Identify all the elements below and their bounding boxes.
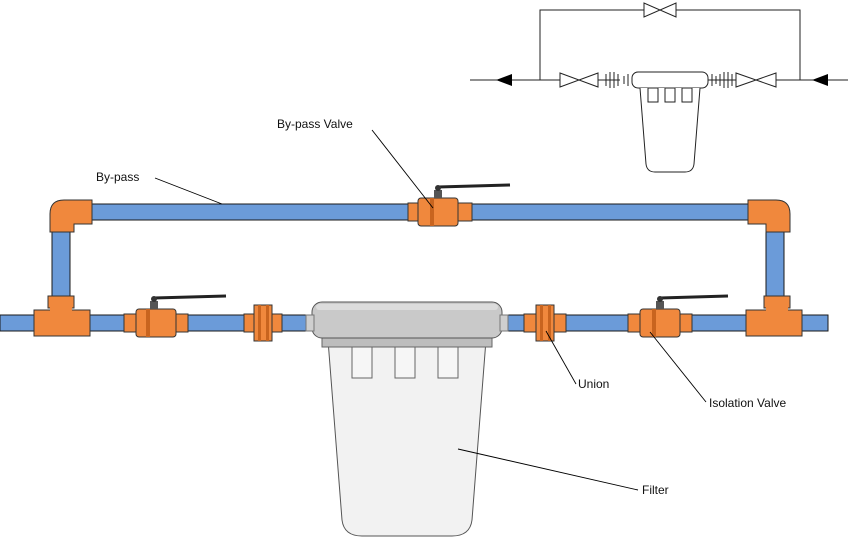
bypass-pipe [85, 203, 413, 221]
schematic-bypass-line [539, 9, 801, 80]
bypass-riser-left [51, 229, 71, 303]
label-isolation-valve: Isolation Valve [709, 396, 786, 410]
valve-stem [434, 190, 442, 198]
schematic-union-left [605, 72, 629, 88]
isolation-valve-left [123, 294, 227, 338]
elbow-right [747, 199, 791, 233]
label-union: Union [578, 377, 609, 391]
valve-stem [150, 301, 158, 309]
main-pipe-segment [565, 314, 629, 332]
tee-left [33, 295, 91, 337]
leader-union [545, 330, 577, 385]
schematic-flow-arrow-out [496, 74, 512, 86]
callouts: By-pass By-pass Valve Union Isolation Va… [96, 117, 786, 497]
valve-handle [659, 294, 729, 300]
schematic-union-right [711, 72, 733, 88]
union-right [523, 304, 567, 342]
isolation-valve-right [627, 294, 729, 338]
schematic-flow-arrow-in [812, 74, 828, 86]
filter-tab [351, 343, 373, 379]
fittings [33, 183, 803, 342]
union-left [243, 304, 283, 342]
filter-tab [394, 343, 416, 379]
bypass-ball-valve [407, 183, 511, 227]
valve-handle [153, 294, 227, 300]
leader-bypass [154, 177, 223, 205]
leader-filter [457, 448, 639, 491]
schematic-bypass-valve [643, 2, 662, 18]
elbow-left [49, 199, 93, 233]
schematic-isolation-valve-right [735, 72, 758, 88]
label-bypass: By-pass [96, 170, 139, 184]
tee-right [745, 295, 803, 337]
valve-stem [656, 301, 664, 309]
label-filter: Filter [642, 483, 669, 497]
main-pipe-segment [689, 314, 749, 332]
label-bypass-valve: By-pass Valve [277, 117, 353, 131]
leader-isolation-valve [649, 331, 707, 403]
schematic-isolation-valve-left [559, 72, 581, 88]
bypass-pipe [471, 203, 751, 221]
schematic-filter [631, 71, 709, 173]
bypass-riser-right [765, 229, 785, 303]
filter-tab [437, 343, 459, 379]
schematic-symbol [470, 2, 848, 173]
filter-bowl [327, 339, 487, 537]
valve-handle [437, 183, 511, 189]
main-pipe-segment [185, 314, 247, 332]
filter-housing [305, 301, 509, 537]
main-pipe-inlet-left [0, 314, 37, 332]
leader-bypass-valve [371, 129, 434, 209]
